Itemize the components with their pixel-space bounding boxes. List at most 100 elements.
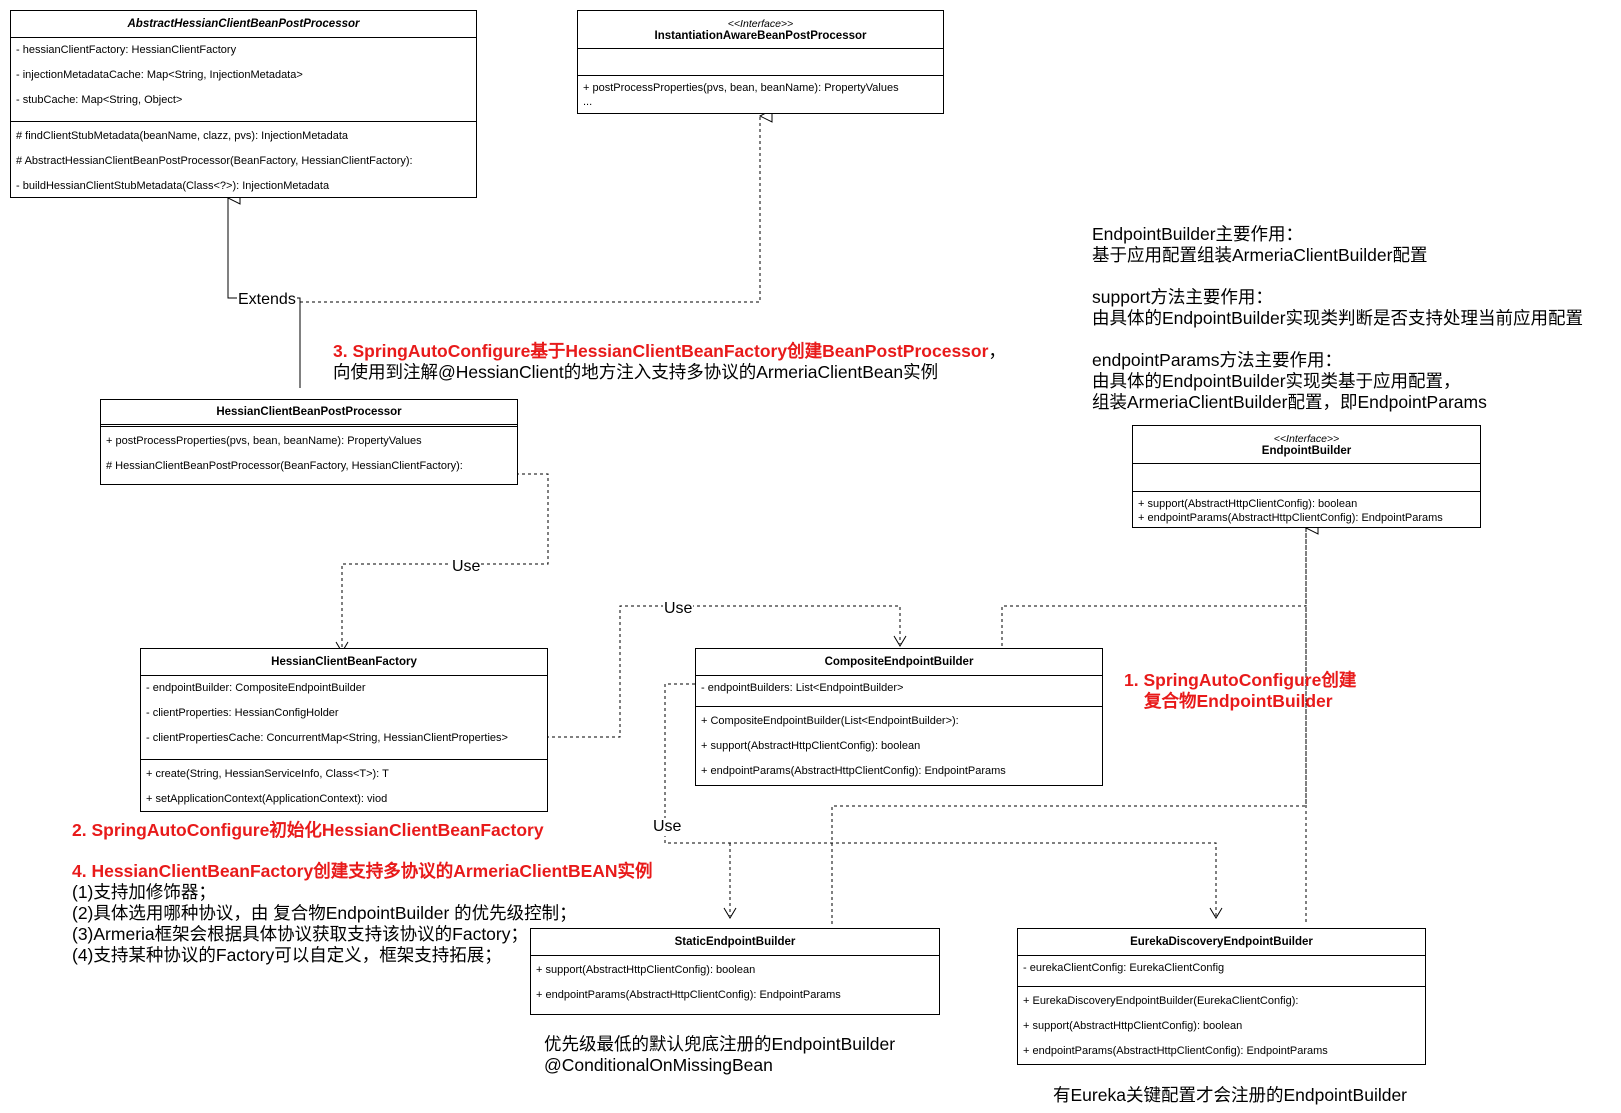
class-name: AbstractHessianClientBeanPostProcessor — [11, 11, 476, 38]
class-name: InstantiationAwareBeanPostProcessor — [654, 29, 867, 42]
note-line: (4)支持某种协议的Factory可以自定义，框架支持拓展； — [72, 945, 502, 965]
note-step-3-title: 3. SpringAutoConfigure基于HessianClientBea… — [333, 341, 989, 361]
note-line: EndpointBuilder主要作用： — [1092, 224, 1304, 244]
field-row: - hessianClientFactory: HessianClientFac… — [16, 44, 237, 56]
method-row: # HessianClientBeanPostProcessor(BeanFac… — [106, 460, 463, 472]
method-row: + postProcessProperties(pvs, bean, beanN… — [106, 435, 422, 447]
method-row: + endpointParams(AbstractHttpClientConfi… — [701, 765, 1006, 777]
field-row: - clientPropertiesCache: ConcurrentMap<S… — [146, 732, 508, 744]
fields-section: - hessianClientFactory: HessianClientFac… — [11, 38, 476, 122]
field-row: - eurekaClientConfig: EurekaClientConfig — [1023, 962, 1225, 974]
edge-label-extends: Extends — [237, 291, 297, 309]
edge-label-use: Use — [652, 818, 683, 836]
class-hessian-client-bean-factory[interactable]: HessianClientBeanFactory - endpointBuild… — [140, 648, 548, 812]
note-step-2-text: 2. SpringAutoConfigure初始化HessianClientBe… — [72, 820, 544, 840]
edge-use-bpp-factory — [341, 473, 549, 650]
class-name: StaticEndpointBuilder — [531, 929, 939, 956]
fields-section — [578, 49, 943, 76]
note-step-4: 4. HessianClientBeanFactory创建支持多协议的Armer… — [72, 861, 653, 966]
class-static-endpoint-builder[interactable]: StaticEndpointBuilder + support(Abstract… — [530, 928, 940, 1015]
note-step-3-tail: ， — [988, 341, 1006, 361]
method-row: # AbstractHessianClientBeanPostProcessor… — [16, 155, 413, 167]
methods-section: + EurekaDiscoveryEndpointBuilder(EurekaC… — [1018, 987, 1425, 1067]
method-row: - buildHessianClientStubMetadata(Class<?… — [16, 180, 330, 192]
class-abstract-hessian-client-bean-post-processor[interactable]: AbstractHessianClientBeanPostProcessor -… — [10, 10, 477, 198]
fields-section — [1133, 464, 1480, 492]
note-step-4-title: 4. HessianClientBeanFactory创建支持多协议的Armer… — [72, 861, 653, 881]
note-line: (3)Armeria框架会根据具体协议获取支持该协议的Factory； — [72, 924, 528, 944]
note-step-1-line1: 1. SpringAutoConfigure创建 — [1124, 670, 1357, 690]
edge-implements-instantiation-aware — [300, 116, 760, 303]
methods-section: + postProcessProperties(pvs, bean, beanN… — [101, 427, 517, 482]
note-static-builder: 优先级最低的默认兜底注册的EndpointBuilder @Conditiona… — [544, 1034, 895, 1076]
interface-instantiation-aware-bean-post-processor[interactable]: <<Interface>> InstantiationAwareBeanPost… — [577, 10, 944, 114]
note-step-3-line2: 向使用到注解@HessianClient的地方注入支持多协议的ArmeriaCl… — [333, 362, 939, 382]
edge-label-use: Use — [451, 558, 482, 576]
class-name: CompositeEndpointBuilder — [696, 649, 1102, 676]
edge-use-factory-composite — [546, 605, 901, 738]
class-eureka-discovery-endpoint-builder[interactable]: EurekaDiscoveryEndpointBuilder - eurekaC… — [1017, 928, 1426, 1065]
method-row: # findClientStubMetadata(beanName, clazz… — [16, 130, 349, 142]
method-row: ... — [583, 96, 593, 108]
methods-section: + CompositeEndpointBuilder(List<Endpoint… — [696, 707, 1102, 787]
methods-section: + support(AbstractHttpClientConfig): boo… — [1133, 492, 1480, 528]
class-name: EndpointBuilder — [1261, 444, 1352, 457]
method-row: + endpointParams(AbstractHttpClientConfi… — [1138, 512, 1443, 524]
edge-composite-implements — [1001, 528, 1306, 646]
class-hessian-client-bean-post-processor[interactable]: HessianClientBeanPostProcessor + postPro… — [100, 399, 518, 485]
methods-section: + create(String, HessianServiceInfo, Cla… — [141, 760, 547, 815]
field-row: - endpointBuilder: CompositeEndpointBuil… — [146, 682, 366, 694]
class-name: EurekaDiscoveryEndpointBuilder — [1018, 929, 1425, 956]
note-line: 由具体的EndpointBuilder实现类判断是否支持处理当前应用配置 — [1092, 308, 1584, 328]
note-eureka-builder: 有Eureka关键配置才会注册的EndpointBuilder — [1053, 1085, 1407, 1106]
method-row: + create(String, HessianServiceInfo, Cla… — [146, 768, 389, 780]
note-line: 基于应用配置组装ArmeriaClientBuilder配置 — [1092, 245, 1428, 265]
method-row: + postProcessProperties(pvs, bean, beanN… — [583, 82, 899, 94]
note-spacer — [1092, 266, 1583, 287]
class-name: HessianClientBeanPostProcessor — [101, 400, 517, 427]
methods-section: # findClientStubMetadata(beanName, clazz… — [11, 122, 476, 202]
stereotype-label: <<Interface>> — [1273, 432, 1340, 445]
note-line: (2)具体选用哪种协议，由 复合物EndpointBuilder 的优先级控制； — [72, 903, 577, 923]
stereotype-label: <<Interface>> — [727, 17, 794, 30]
method-row: + endpointParams(AbstractHttpClientConfi… — [1023, 1045, 1328, 1057]
note-line: (1)支持加修饰器； — [72, 882, 216, 902]
class-header: <<Interface>> InstantiationAwareBeanPost… — [578, 11, 943, 49]
note-line: 由具体的EndpointBuilder实现类基于应用配置， — [1092, 371, 1461, 391]
field-row: - clientProperties: HessianConfigHolder — [146, 707, 339, 719]
edge-label-use: Use — [663, 600, 694, 618]
note-endpoint-builder-purpose: EndpointBuilder主要作用： 基于应用配置组装ArmeriaClie… — [1092, 224, 1583, 413]
note-line: 优先级最低的默认兜底注册的EndpointBuilder — [544, 1034, 896, 1054]
class-composite-endpoint-builder[interactable]: CompositeEndpointBuilder - endpointBuild… — [695, 648, 1103, 786]
class-name: HessianClientBeanFactory — [141, 649, 547, 676]
class-header: <<Interface>> EndpointBuilder — [1133, 426, 1480, 464]
note-step-1-line2: 复合物EndpointBuilder — [1144, 691, 1333, 711]
edge-use-composite-impls — [664, 683, 1217, 916]
methods-section: + postProcessProperties(pvs, bean, beanN… — [578, 76, 943, 112]
fields-section: - endpointBuilder: CompositeEndpointBuil… — [141, 676, 547, 760]
method-row: + support(AbstractHttpClientConfig): boo… — [536, 964, 756, 976]
note-step-3: 3. SpringAutoConfigure基于HessianClientBea… — [333, 341, 1006, 383]
field-row: - stubCache: Map<String, Object> — [16, 94, 183, 106]
note-line: @ConditionalOnMissingBean — [544, 1055, 773, 1075]
method-row: + endpointParams(AbstractHttpClientConfi… — [536, 989, 841, 1001]
field-row: - endpointBuilders: List<EndpointBuilder… — [701, 682, 904, 694]
method-row: + support(AbstractHttpClientConfig): boo… — [1023, 1020, 1243, 1032]
note-step-1: 1. SpringAutoConfigure创建 复合物EndpointBuil… — [1124, 670, 1356, 712]
note-line: 组装ArmeriaClientBuilder配置，即EndpointParams — [1092, 392, 1487, 412]
method-row: + EurekaDiscoveryEndpointBuilder(EurekaC… — [1023, 995, 1299, 1007]
note-line: support方法主要作用： — [1092, 287, 1273, 307]
method-row: + support(AbstractHttpClientConfig): boo… — [701, 740, 921, 752]
interface-endpoint-builder[interactable]: <<Interface>> EndpointBuilder + support(… — [1132, 425, 1481, 528]
note-line: endpointParams方法主要作用： — [1092, 350, 1342, 370]
method-row: + support(AbstractHttpClientConfig): boo… — [1138, 498, 1358, 510]
fields-section: - endpointBuilders: List<EndpointBuilder… — [696, 676, 1102, 707]
fields-section: - eurekaClientConfig: EurekaClientConfig — [1018, 956, 1425, 987]
field-row: - injectionMetadataCache: Map<String, In… — [16, 69, 303, 81]
method-row: + setApplicationContext(ApplicationConte… — [146, 793, 388, 805]
methods-section: + support(AbstractHttpClientConfig): boo… — [531, 956, 939, 1011]
method-row: + CompositeEndpointBuilder(List<Endpoint… — [701, 715, 959, 727]
note-line: 有Eureka关键配置才会注册的EndpointBuilder — [1053, 1085, 1408, 1105]
note-spacer — [1092, 329, 1583, 350]
